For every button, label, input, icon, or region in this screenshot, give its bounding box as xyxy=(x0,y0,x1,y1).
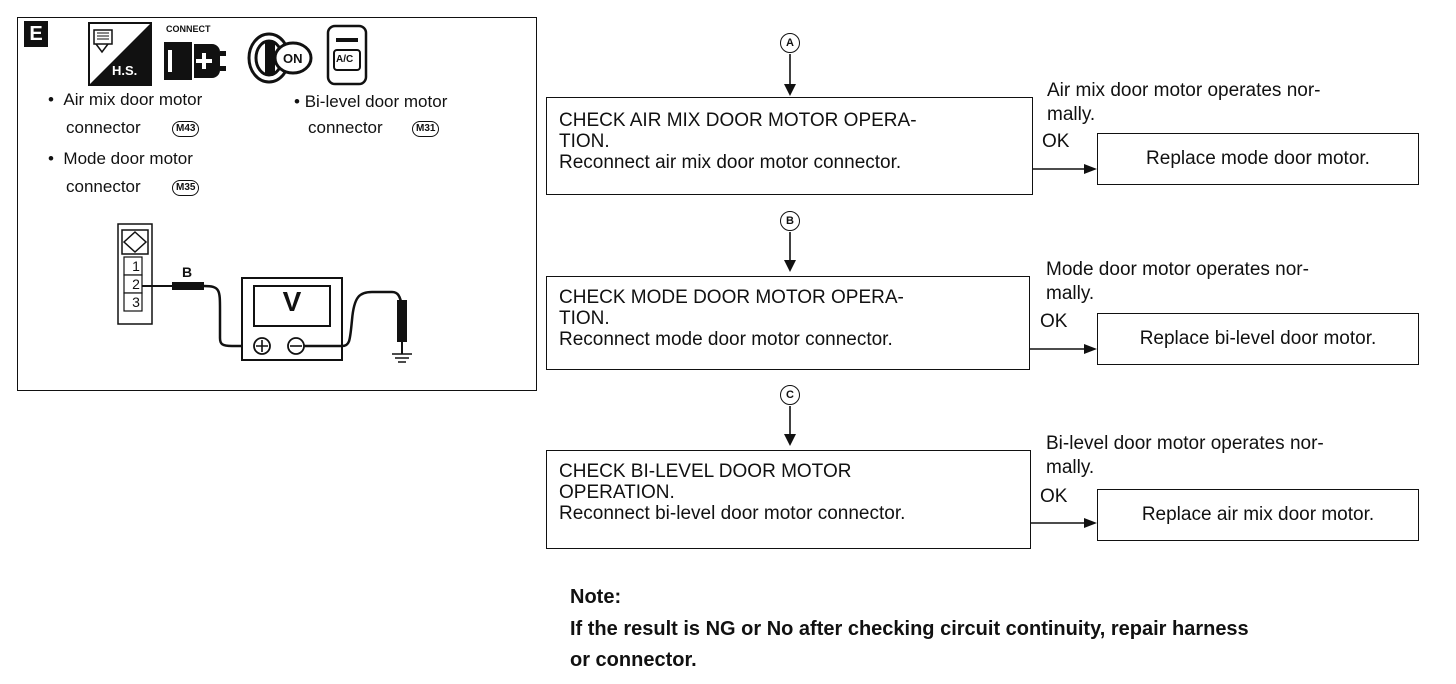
note-line1: If the result is NG or No after checking… xyxy=(570,618,1249,640)
result-air-mix-line2: mally. xyxy=(1047,104,1096,125)
connector-icon xyxy=(160,36,228,86)
ignition-key-icon xyxy=(245,26,317,86)
bullet-mode-line2: connector xyxy=(66,177,141,196)
check-bi-level-line1: CHECK BI-LEVEL DOOR MOTOR xyxy=(559,461,852,482)
bullet-mode-line1: • Mode door motor xyxy=(48,149,193,168)
bullet-air-mix-line1: • Air mix door motor xyxy=(48,90,203,109)
connector-code-m43: M43 xyxy=(172,121,200,137)
step-letter-badge: E xyxy=(24,21,48,47)
ac-switch-icon xyxy=(326,24,368,86)
connector-pin-1: 1 xyxy=(132,258,140,274)
check-air-mix-box: CHECK AIR MIX DOOR MOTOR OPERA- TION. Re… xyxy=(546,97,1033,195)
connector-code-m31: M31 xyxy=(412,121,440,137)
check-bi-level-box: CHECK BI-LEVEL DOOR MOTOR OPERATION. Rec… xyxy=(546,450,1031,549)
hand-tool-icon xyxy=(88,22,152,86)
connector-pin-3: 3 xyxy=(132,294,140,310)
check-mode-line1: CHECK MODE DOOR MOTOR OPERA- xyxy=(559,287,904,308)
bullet-bi-level-line2: connector xyxy=(308,118,383,137)
connect-caption: CONNECT xyxy=(166,24,211,34)
bullet-air-mix-line2: connector xyxy=(66,118,141,137)
wire-color-label: B xyxy=(182,264,193,280)
replace-air-mix-door-motor-box: Replace air mix door motor. xyxy=(1097,489,1419,541)
replace-mode-door-motor-box: Replace mode door motor. xyxy=(1097,133,1419,185)
note-line2: or connector. xyxy=(570,649,697,671)
ok-label-b: OK xyxy=(1040,311,1068,332)
flow-marker-a: A xyxy=(780,33,800,53)
result-bi-level-line2: mally. xyxy=(1046,457,1095,478)
flow-marker-b: B xyxy=(780,211,800,231)
voltmeter-symbol: V xyxy=(282,286,302,317)
check-mode-line2: TION. xyxy=(559,308,610,329)
note-title: Note: xyxy=(570,586,622,608)
check-bi-level-line3: Reconnect bi-level door motor connector. xyxy=(559,503,906,524)
result-air-mix-line1: Air mix door motor operates nor- xyxy=(1047,80,1321,101)
wiring-diagram xyxy=(110,220,430,380)
check-air-mix-line3: Reconnect air mix door motor connector. xyxy=(559,152,902,173)
result-bi-level-line1: Bi-level door motor operates nor- xyxy=(1046,433,1324,454)
bullet-bi-level-line1: • Bi-level door motor xyxy=(294,92,448,111)
ok-label-c: OK xyxy=(1040,486,1068,507)
replace-bi-level-door-motor-box: Replace bi-level door motor. xyxy=(1097,313,1419,365)
check-air-mix-line2: TION. xyxy=(559,131,610,152)
connector-code-m35: M35 xyxy=(172,180,200,196)
ac-label: A/C xyxy=(336,54,354,65)
result-mode-line1: Mode door motor operates nor- xyxy=(1046,259,1309,280)
on-label: ON xyxy=(283,51,303,66)
result-mode-line2: mally. xyxy=(1046,283,1095,304)
check-air-mix-line1: CHECK AIR MIX DOOR MOTOR OPERA- xyxy=(559,110,917,131)
ok-label-a: OK xyxy=(1042,131,1070,152)
hs-label: H.S. xyxy=(112,63,138,78)
flow-marker-c: C xyxy=(780,385,800,405)
check-bi-level-line2: OPERATION. xyxy=(559,482,675,503)
check-mode-door-box: CHECK MODE DOOR MOTOR OPERA- TION. Recon… xyxy=(546,276,1030,370)
connector-pin-2: 2 xyxy=(132,276,140,292)
check-mode-line3: Reconnect mode door motor connector. xyxy=(559,329,893,350)
